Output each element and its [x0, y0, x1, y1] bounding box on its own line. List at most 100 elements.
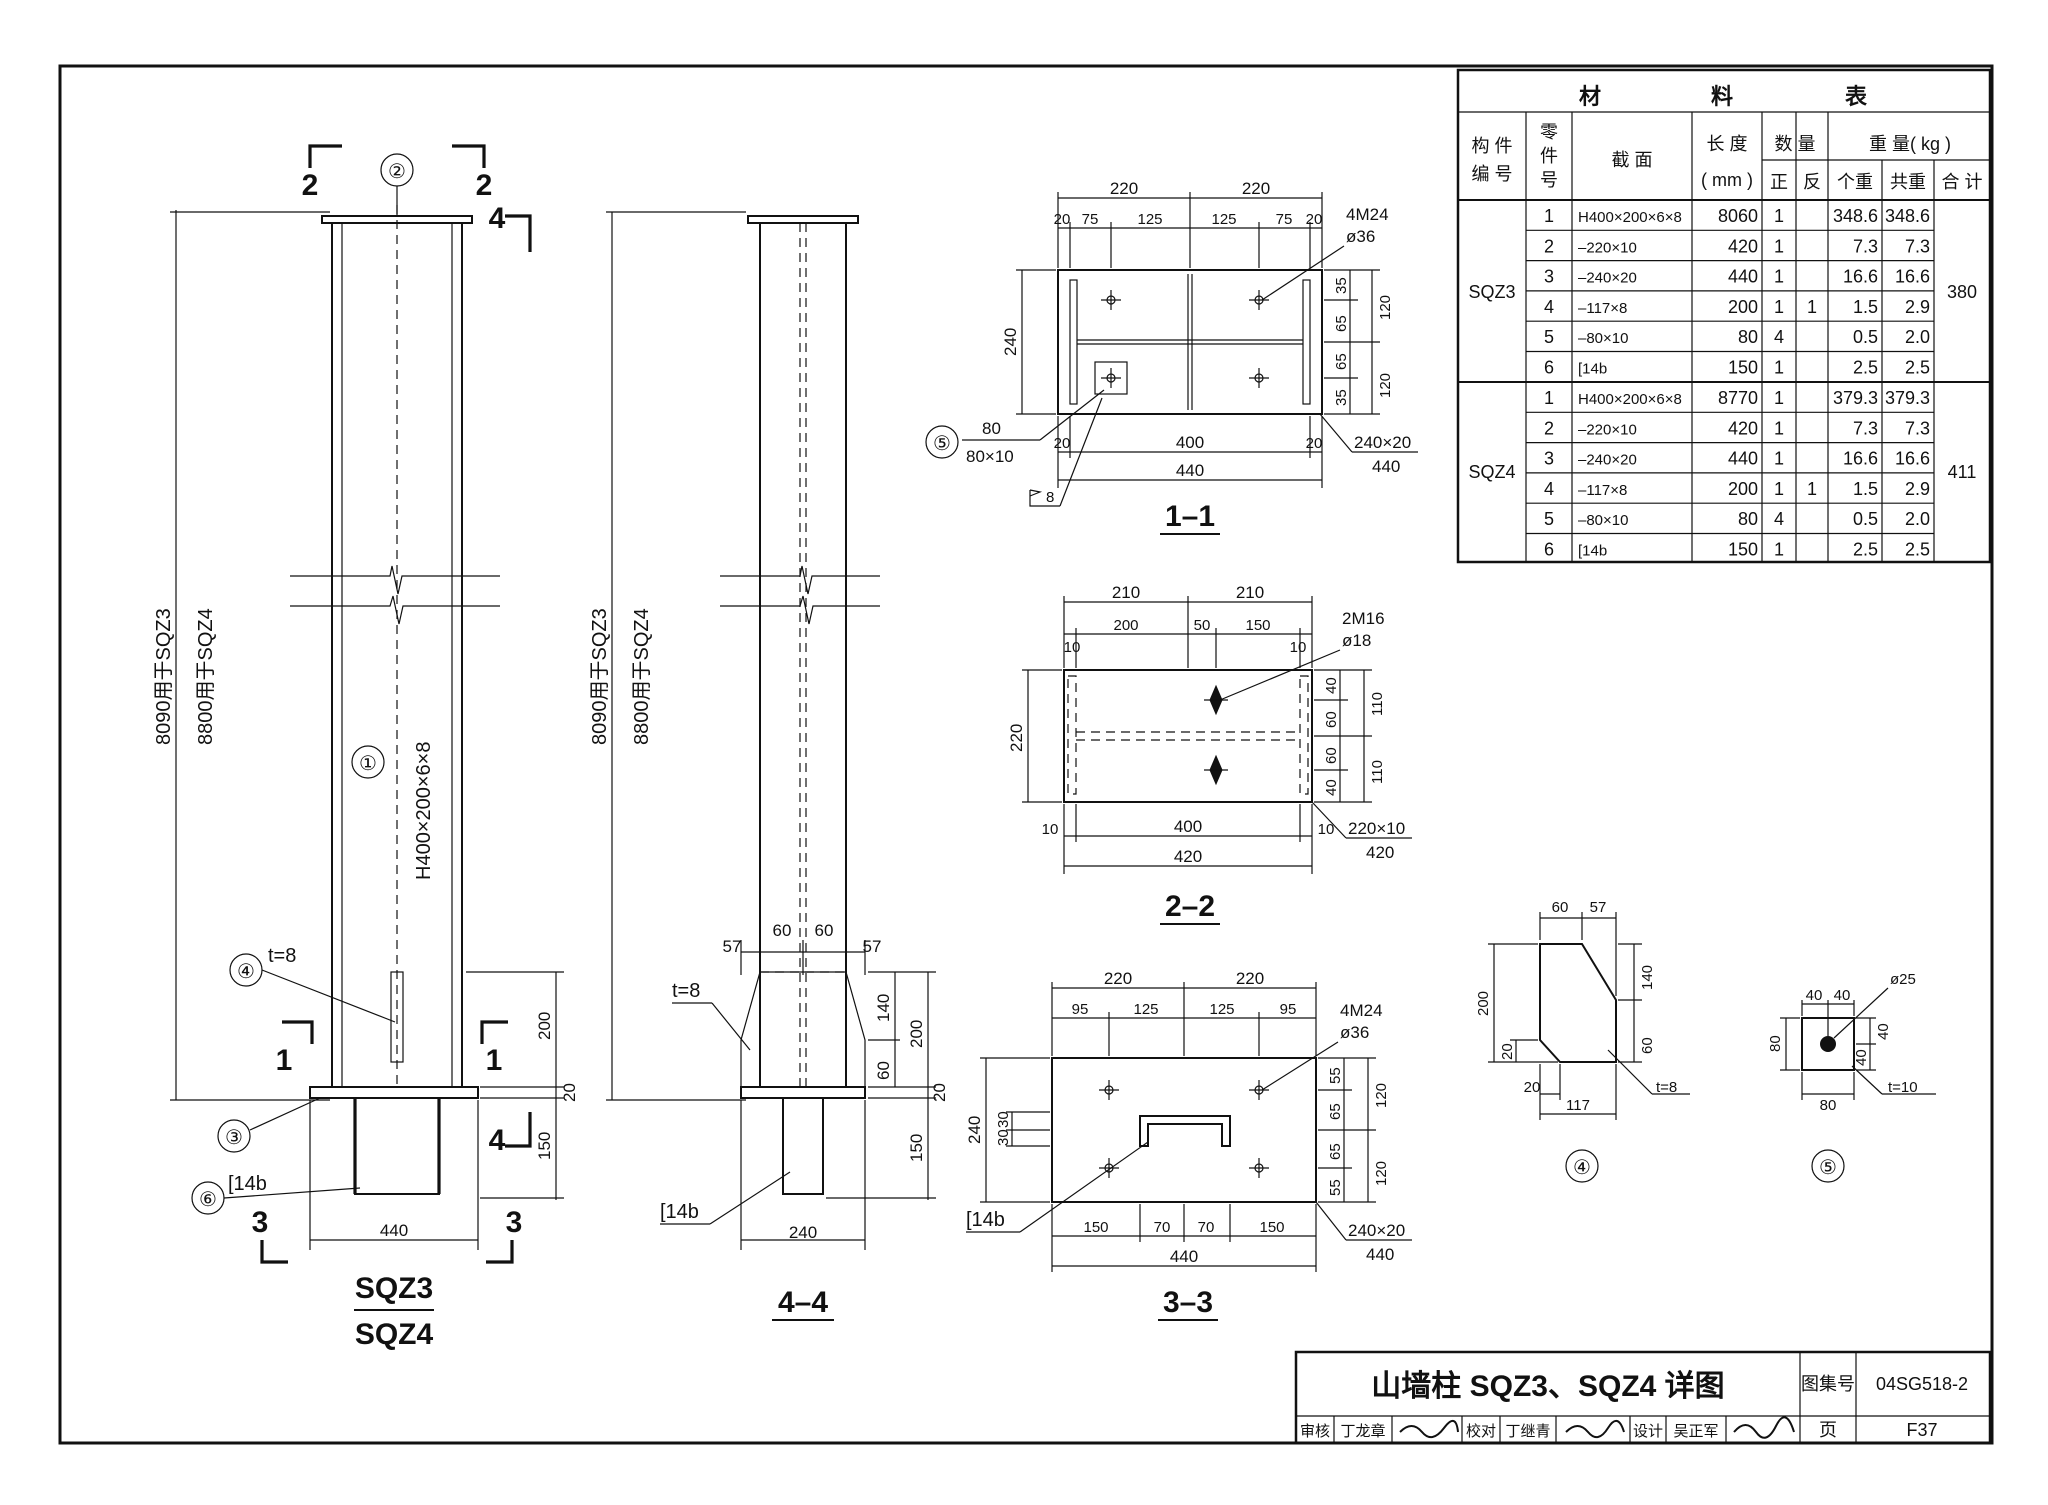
dim-part5-40-a: 40	[1806, 987, 1823, 1004]
dim-4-4-57-right: 57	[863, 937, 882, 956]
dim-part4-20-b: 20	[1524, 1079, 1541, 1096]
stiffener-plate	[390, 971, 404, 1063]
section-1-1-title: 1–1	[1165, 500, 1215, 533]
table-cell-length: 150	[1728, 540, 1758, 560]
dim-4-4-60-right: 60	[815, 921, 834, 940]
callout-6: ⑥	[199, 1189, 217, 1211]
dim-4-4-150: 150	[907, 1134, 926, 1162]
dim-part5-40-c: 40	[1853, 1049, 1870, 1066]
dim-1-1-20-left: 20	[1054, 211, 1071, 228]
dim-1-1-240: 240	[1001, 328, 1020, 356]
table-cell-total: 2.5	[1905, 540, 1930, 560]
table-cell-total: 7.3	[1905, 418, 1930, 438]
dim-2-2-50: 50	[1194, 617, 1211, 634]
dim-4-4-60-left: 60	[773, 921, 792, 940]
dim-1-1-35-top: 35	[1333, 277, 1350, 294]
height-label-sqz4: 8800用于SQZ4	[195, 608, 217, 745]
table-cell-length: 80	[1738, 509, 1758, 529]
callout-part-4: ④	[1573, 1157, 1591, 1179]
header-member-2: 编 号	[1471, 164, 1512, 184]
table-cell-part: 2	[1544, 418, 1554, 438]
dim-part5-40-b: 40	[1834, 987, 1851, 1004]
dim-2-2-10-br: 10	[1318, 821, 1335, 838]
dim-3-3-125-right: 125	[1209, 1001, 1234, 1018]
table-cell-part: 6	[1544, 358, 1554, 378]
atlas-label: 图集号	[1801, 1374, 1855, 1394]
dim-part5-80-w: 80	[1820, 1097, 1837, 1114]
dim-1-1-125-left: 125	[1137, 211, 1162, 228]
dim-1-1-400: 400	[1176, 433, 1204, 452]
dim-1-1-75-right: 75	[1276, 211, 1293, 228]
dim-2-2-210-right: 210	[1236, 583, 1264, 602]
part-5-detail: 40 40 ø25 40 40 80 80 t=10 ⑤	[1767, 971, 1936, 1183]
height-label-sqz3: 8090用于SQZ3	[153, 608, 175, 745]
table-cell-pos: 4	[1774, 327, 1784, 347]
part4-thickness: t=8	[1656, 1079, 1677, 1096]
table-cell-each: 16.6	[1843, 449, 1878, 469]
group-sqz4-total: 411	[1948, 462, 1977, 482]
callout-4: ④	[237, 961, 255, 983]
section-4-4-view: 8090用于SQZ3 8800用于SQZ4 57 60 60 57 t=8 14…	[589, 211, 949, 1321]
dim-3-3-30-top: 30	[995, 1111, 1012, 1128]
table-cell-part: 4	[1544, 297, 1554, 317]
plate-total-2-2: 420	[1366, 843, 1394, 862]
table-cell-pos: 1	[1774, 206, 1784, 226]
table-cell-section: –117×8	[1578, 482, 1627, 499]
section-mark-3-left: 3	[252, 1206, 269, 1239]
channel-label-3-3: [14b	[966, 1209, 1005, 1231]
table-cell-part: 1	[1544, 206, 1554, 226]
dim-1-1-220-left: 220	[1110, 179, 1138, 198]
section-1-1-view: 220 220 20 75 125 125 75 20 4M24 ø36 35 …	[925, 179, 1418, 535]
dim-2-2-220: 220	[1007, 724, 1026, 752]
dim-2-2-420: 420	[1174, 847, 1202, 866]
table-cell-total: 2.9	[1905, 297, 1930, 317]
section-mark-4-top: 4	[489, 202, 506, 235]
table-cell-total: 2.0	[1905, 327, 1930, 347]
table-cell-neg: 1	[1807, 479, 1817, 499]
dim-2-2-40-bottom: 40	[1323, 779, 1340, 796]
dim-part4-117: 117	[1566, 1097, 1590, 1114]
dim-1-1-125-right: 125	[1211, 211, 1236, 228]
dim-20: 20	[560, 1083, 579, 1102]
dim-1-1-220-right: 220	[1242, 179, 1270, 198]
plate-thickness-label: t=8	[268, 945, 296, 967]
dim-1-1-65-top: 65	[1333, 315, 1350, 332]
table-cell-part: 5	[1544, 509, 1554, 529]
table-cell-pos: 1	[1774, 236, 1784, 256]
page-number: F37	[1906, 1420, 1937, 1440]
reviewer-name: 丁龙章	[1340, 1422, 1385, 1440]
dim-2-2-200: 200	[1113, 617, 1138, 634]
base-plate	[309, 1086, 479, 1099]
channel-stub	[354, 1097, 440, 1195]
dim-2-2-40-top: 40	[1323, 677, 1340, 694]
height-label-sqz4-4-4: 8800用于SQZ4	[631, 608, 653, 745]
plate-total-3-3: 440	[1366, 1245, 1394, 1264]
dim-4-4-60: 60	[874, 1061, 893, 1080]
section-3-3-view: 220 220 95 125 125 95 4M24 ø36 55 65 65 …	[965, 969, 1412, 1321]
dim-1-1-20-right: 20	[1306, 211, 1323, 228]
section-mark-1-right: 1	[486, 1044, 503, 1077]
dim-3-3-70-right: 70	[1198, 1219, 1215, 1236]
header-part-2: 件	[1540, 146, 1558, 166]
callout-part-5: ⑤	[1819, 1157, 1837, 1179]
dim-2-2-10-left: 10	[1064, 639, 1081, 656]
dim-440: 440	[380, 1221, 408, 1240]
dim-2-2-110-bottom: 110	[1369, 760, 1386, 784]
dim-3-3-150-left: 150	[1083, 1219, 1108, 1236]
section-mark-4-bottom: 4	[489, 1124, 506, 1157]
header-member-1: 构 件	[1471, 136, 1512, 156]
table-cell-length: 200	[1728, 479, 1758, 499]
table-cell-each: 7.3	[1853, 418, 1878, 438]
table-cell-each: 16.6	[1843, 267, 1878, 287]
table-cell-each: 2.5	[1853, 540, 1878, 560]
table-cell-pos: 1	[1774, 540, 1784, 560]
dim-150: 150	[535, 1132, 554, 1160]
table-cell-pos: 1	[1774, 267, 1784, 287]
part-5-label-1: 80	[982, 419, 1001, 438]
dim-2-2-10-right: 10	[1290, 639, 1307, 656]
table-cell-pos: 1	[1774, 358, 1784, 378]
table-cell-total: 2.0	[1905, 509, 1930, 529]
table-cell-part: 2	[1544, 236, 1554, 256]
table-cell-pos: 1	[1774, 449, 1784, 469]
